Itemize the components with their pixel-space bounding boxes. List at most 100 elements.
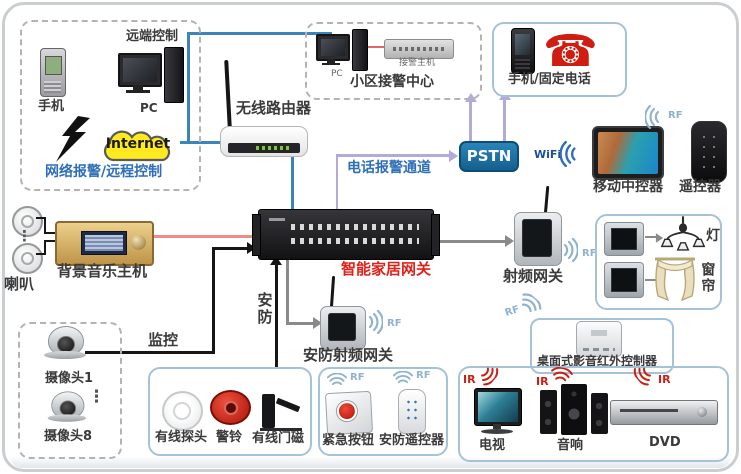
line-switch-curtain [645, 279, 656, 281]
wired-detector-label: 有线探头 [155, 430, 208, 445]
line-router-gateway [291, 154, 294, 210]
smart-home-gateway-icon [252, 209, 440, 260]
monitoring-label: 监控 [148, 331, 179, 349]
panic-button-rf-label: RF [350, 372, 365, 383]
line-security-v [275, 262, 278, 368]
wifi-label: WiFi [534, 148, 562, 161]
wifi-waves-icon [560, 141, 576, 167]
remote-control-icon [691, 121, 727, 183]
network-alarm-caption: 网络报警/远程控制 [45, 164, 163, 180]
line-camera-h [85, 351, 214, 354]
speaker-wire-4 [36, 253, 46, 255]
line-music-gateway [150, 235, 258, 238]
audio-ir-waves-icon [551, 366, 573, 382]
alarm-center-pc-icon [316, 29, 368, 73]
curtain-switch-icon [604, 262, 644, 298]
panic-button-rf-waves-icon [327, 373, 347, 386]
arrow-to-security-rf-gateway [313, 317, 322, 329]
phone-fixedphone-caption: 手机/固定电话 [508, 72, 591, 87]
security-vertical-label: 安防 [255, 292, 274, 326]
security-rf-label: RF [387, 318, 402, 329]
tv-icon [474, 388, 522, 434]
line-switch-lamp [645, 236, 656, 238]
security-rf-gateway-icon [320, 306, 366, 350]
curtain-icon [655, 257, 695, 302]
remote-control-zone-box [20, 20, 201, 191]
remote-control-label: 远端控制 [126, 29, 179, 44]
mobile-phone-icon [40, 48, 66, 97]
security-rf-gateway-label: 安防射频网关 [303, 346, 394, 364]
tv-ir-label: IR [463, 373, 476, 386]
audio-label: 音响 [557, 438, 584, 453]
lamp-label: 灯 [706, 228, 720, 244]
music-host-icon [55, 221, 154, 266]
camera-1-label: 摄像头1 [45, 371, 94, 386]
arrow-monitor-gateway [247, 242, 256, 254]
audio-ir-label: IR [536, 375, 549, 388]
ir-controller-icon [576, 321, 622, 357]
speaker-wire-3 [44, 232, 56, 234]
pstn-node: PSTN [459, 141, 519, 172]
lamp-switch-icon [604, 222, 644, 256]
wireless-router-icon [220, 126, 308, 157]
speaker-ellipsis: ⋮ [17, 227, 32, 245]
speaker-wire-2 [44, 217, 46, 234]
arrow-to-rf-gateway [505, 235, 514, 247]
speaker-wire-5 [44, 240, 46, 255]
speaker-2-icon [12, 243, 43, 274]
rf-gateway-waves-icon [563, 238, 578, 262]
line-internet-top [187, 32, 332, 35]
line-gw-secrf-h [286, 322, 314, 325]
alarm-bell-icon [210, 390, 251, 425]
security-remote-label: 安防遥控器 [379, 433, 445, 448]
camera-8-label: 摄像头8 [44, 429, 93, 444]
remote-rf-label: RF [668, 110, 683, 121]
security-rf-waves-icon [368, 310, 383, 334]
chandelier-icon [660, 216, 706, 251]
line-cloud-router [180, 141, 224, 144]
phone-alarm-channel-label: 电话报警通道 [347, 160, 431, 176]
dvd-ir-label: IR [658, 373, 671, 386]
av-zone-box [458, 366, 729, 462]
camera-8-icon [47, 391, 87, 422]
alarm-host-icon [384, 39, 454, 59]
speakers-label: 喇叭 [4, 275, 35, 293]
panic-button-label: 紧急按钮 [322, 433, 375, 448]
remote-rf-waves-icon [645, 105, 660, 129]
mobile-phone-label: 手机 [38, 99, 65, 114]
line-pstn-phonebox [503, 98, 506, 141]
rf-gateway-icon [514, 212, 562, 266]
mobile-controller-label: 移动中控器 [593, 179, 663, 195]
panic-button-icon [324, 390, 374, 436]
pc-label: PC [140, 101, 158, 115]
wired-detector-icon [162, 391, 203, 431]
internet-cloud-icon [103, 130, 171, 162]
mobile-controller-icon [592, 126, 664, 180]
arrow-to-pstn [449, 150, 458, 162]
dvd-label: DVD [649, 435, 681, 450]
wireless-router-label: 无线路由器 [236, 99, 312, 117]
pc-icon [118, 47, 184, 103]
av-rf-waves-icon [521, 293, 542, 313]
line-camera-to-gw [212, 247, 248, 250]
camera-zone-box [18, 322, 122, 459]
fixed-telephone-icon: ☎ [543, 26, 598, 77]
door-magnet-label: 有线门磁 [252, 431, 305, 446]
remote-control-label: 遥控器 [679, 179, 721, 195]
camera-ellipsis: ⋮ [88, 387, 105, 407]
alarm-center-box [305, 22, 482, 100]
tv-ir-waves-icon [481, 367, 499, 386]
security-remote-rf-label: RF [416, 370, 431, 381]
line-gateway-pstn-v [336, 155, 338, 209]
line-camera-v [212, 247, 215, 354]
dvd-player-icon [610, 400, 718, 425]
speaker-1-icon [12, 206, 43, 237]
dvd-ir-waves-icon [633, 367, 651, 386]
bottom-shadow-strip [10, 456, 731, 468]
door-magnet-icon [260, 392, 302, 432]
line-gateway-pstn-h [336, 154, 449, 157]
alarm-bell-label: 警铃 [216, 430, 243, 445]
music-host-label: 背景音乐主机 [57, 262, 148, 280]
rf-gateway-rf-label: RF [582, 248, 597, 259]
